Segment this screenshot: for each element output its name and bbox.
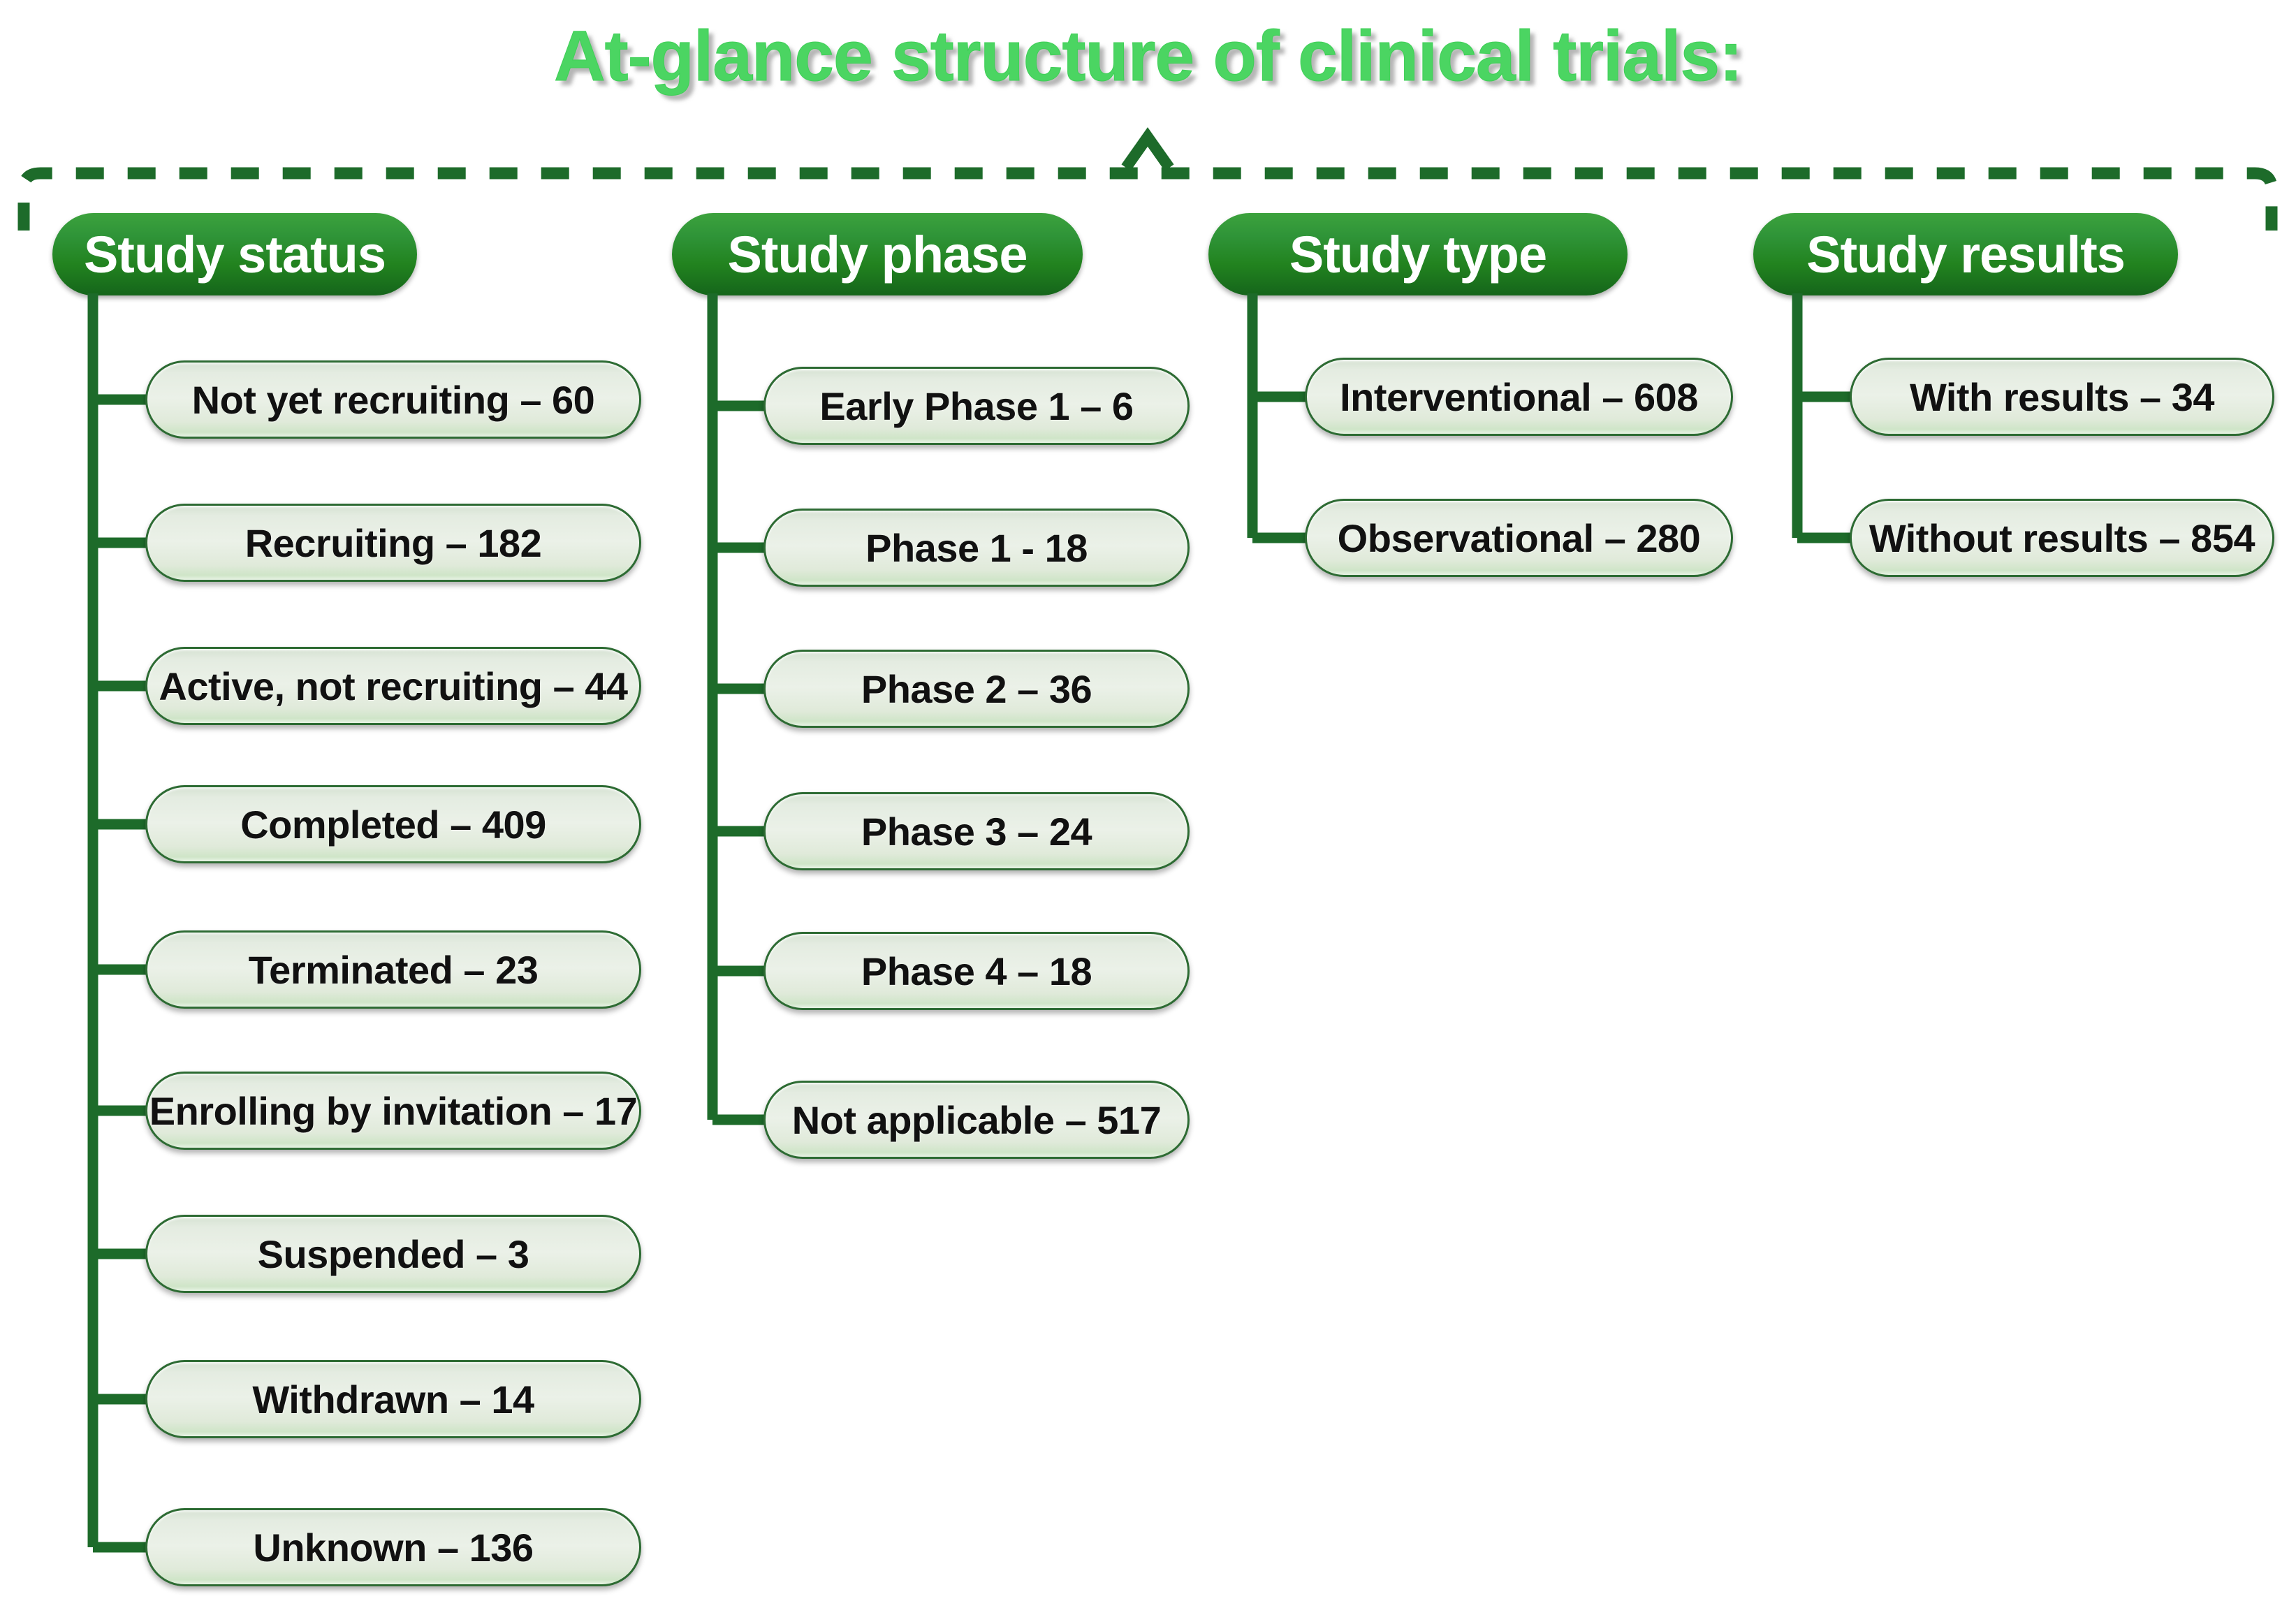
list-item[interactable]: Suspended – 3	[145, 1215, 641, 1293]
header-study-results[interactable]: Study results	[1753, 213, 2178, 295]
list-item[interactable]: Without results – 854	[1850, 499, 2274, 577]
connector-lines-study-phase	[707, 293, 766, 1125]
header-study-phase[interactable]: Study phase	[672, 213, 1083, 295]
list-item[interactable]: Phase 4 – 18	[763, 932, 1190, 1010]
connector-lines-study-type	[1247, 293, 1308, 543]
list-item[interactable]: Recruiting – 182	[145, 504, 641, 582]
list-item[interactable]: Completed – 409	[145, 785, 641, 863]
dashed-bracket	[17, 127, 2278, 231]
list-item[interactable]: Active, not recruiting – 44	[145, 647, 641, 725]
list-item[interactable]: Early Phase 1 – 6	[763, 367, 1190, 445]
list-item[interactable]: Unknown – 136	[145, 1508, 641, 1586]
list-item[interactable]: Observational – 280	[1305, 499, 1733, 577]
caret-up-icon	[1121, 127, 1174, 171]
list-item[interactable]: Interventional – 608	[1305, 358, 1733, 436]
list-item[interactable]: Phase 3 – 24	[763, 792, 1190, 870]
list-item[interactable]: Not yet recruiting – 60	[145, 360, 641, 439]
list-item[interactable]: Enrolling by invitation – 17	[145, 1072, 641, 1150]
connector-lines-study-status	[87, 293, 148, 1553]
list-item[interactable]: With results – 34	[1850, 358, 2274, 436]
page-title: At-glance structure of clinical trials:	[553, 16, 1743, 96]
list-item[interactable]: Phase 1 - 18	[763, 509, 1190, 587]
list-item[interactable]: Withdrawn – 14	[145, 1360, 641, 1438]
header-study-type[interactable]: Study type	[1208, 213, 1628, 295]
list-item[interactable]: Terminated – 23	[145, 930, 641, 1009]
header-study-status[interactable]: Study status	[52, 213, 417, 295]
list-item[interactable]: Phase 2 – 36	[763, 650, 1190, 728]
list-item[interactable]: Not applicable – 517	[763, 1081, 1190, 1159]
